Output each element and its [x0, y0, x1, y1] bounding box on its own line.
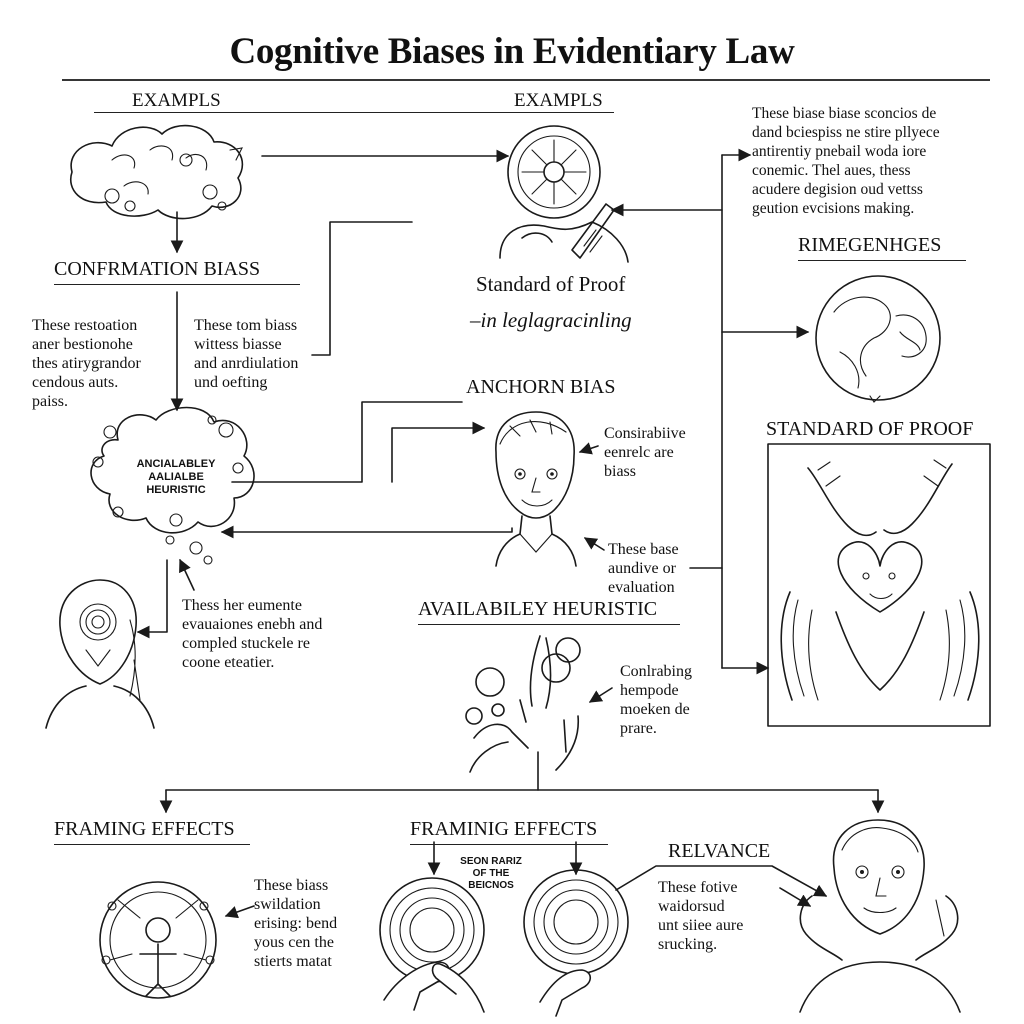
- arrow-to-face: [391, 421, 486, 483]
- globe-illustration: [815, 275, 941, 403]
- paragraph-relevance: These fotive waidorsud unt siiee aure sr…: [658, 879, 744, 953]
- heading-anchoring-bias: ANCHORN BIAS: [466, 376, 616, 398]
- anchoring-face-illustration: [495, 411, 577, 567]
- arrow-heuristic-to-face-figure: [136, 559, 168, 639]
- heuristic-cloud-label: ANCIALABLEY AALIALBE HEURISTIC: [136, 458, 216, 496]
- heading-standard-of-proof-right: STANDARD OF PROOF: [766, 418, 974, 440]
- framing-target-label: SEON RARIZ OF THE BEICNOS: [460, 856, 522, 891]
- standard-of-proof-illustration: [767, 443, 991, 727]
- examples-underline: [94, 112, 614, 113]
- availability-hands-illustration: [465, 635, 581, 773]
- relevance-face-illustration: [799, 819, 961, 1013]
- arrow-framing-text-to-wheel: [224, 905, 255, 919]
- paragraph-anchoring-top: Consirabiive eenrelc are biass: [604, 425, 686, 480]
- arrow-evaluation-to-face: [583, 537, 605, 551]
- framing-wheel-illustration: [99, 881, 217, 999]
- brain-illustration: [69, 124, 244, 220]
- paragraph-anchoring-bottom: These base aundive or evaluation: [608, 541, 679, 596]
- paragraph-availability: Conlrabing hempode moeken de prare.: [620, 663, 692, 737]
- heading-availability-heuristic: AVAILABILEY HEURISTIC: [418, 598, 680, 625]
- heading-examples-left: EXAMPLS: [132, 90, 221, 111]
- heading-framing-effects-left: FRAMING EFFECTS: [54, 818, 250, 845]
- heading-rimegenhges: RIMEGENHGES: [798, 234, 966, 261]
- paragraph-top-right: These biase biase sconcios de dand bcies…: [752, 105, 940, 217]
- heading-standard-of-proof-center: Standard of Proof: [476, 272, 626, 296]
- arrow-caption-to-heuristic: [179, 558, 195, 591]
- heuristic-cloud-illustration: [90, 406, 255, 565]
- paragraph-confirmation-left: These restoation aner bestionohe thes at…: [32, 317, 141, 410]
- arrow-caption-to-hands: [588, 687, 613, 703]
- heading-examples-center: EXAMPLS: [514, 90, 603, 111]
- arrow-relevance-to-face: [615, 865, 828, 897]
- heading-confirmation-bias: CONFRMATION BIASS: [54, 258, 300, 285]
- legal-subtitle: –in leglagracinling: [470, 308, 632, 332]
- paragraph-heuristic-lower: Thess her eumente evauaiones enebh and c…: [182, 597, 323, 671]
- line-heuristic-to-anchoring: [231, 401, 463, 483]
- heading-relevance: RELVANCE: [668, 840, 771, 862]
- arrow-face-to-heuristic: [220, 525, 513, 539]
- spiral-face-illustration: [45, 579, 155, 729]
- target-figure-illustration: [499, 125, 629, 263]
- line-confirmation-to-standard: [311, 221, 413, 356]
- page-title: Cognitive Biases in Evidentiary Law: [229, 31, 795, 72]
- heading-framing-effects-center: FRAMINIG EFFECTS: [410, 818, 608, 845]
- paragraph-confirmation-right: These tom biass wittess biasse and anrdi…: [194, 317, 299, 391]
- arrow-caption-to-face: [578, 442, 599, 455]
- framing-targets-illustration: [379, 869, 629, 1017]
- connectors: [136, 148, 885, 919]
- paragraph-framing-left: These biass swildation erising: bend you…: [254, 877, 338, 970]
